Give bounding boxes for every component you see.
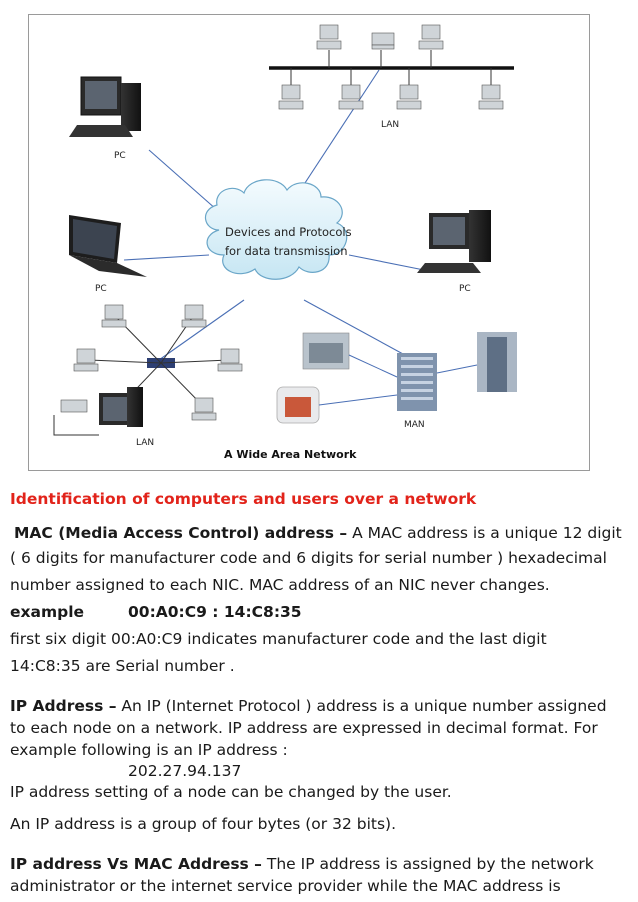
- mac-line1-rest: A MAC address is a unique 12 digit: [347, 524, 622, 542]
- pc-laptop-label: PC: [95, 284, 107, 294]
- cloud-line1: Devices and Protocols: [225, 225, 352, 239]
- ip-line-6: An IP address is a group of four bytes (…: [10, 815, 397, 833]
- ipvsmac-title: IP address Vs MAC Address –: [10, 855, 262, 873]
- pc-top-left-label: PC: [114, 151, 126, 161]
- mac-line-3: number assigned to each NIC. MAC address…: [10, 576, 550, 594]
- man-group: MAN: [276, 332, 517, 430]
- ip-line-1: IP Address – An IP (Internet Protocol ) …: [10, 694, 607, 719]
- pc-right: PC: [417, 210, 491, 294]
- mac-line-2: ( 6 digits for manufacturer code and 6 d…: [10, 549, 607, 567]
- cloud: Devices and Protocols for data transmiss…: [205, 179, 352, 280]
- ip-line-2: to each node on a network. IP address ar…: [10, 719, 598, 737]
- lan-bottom: LAN: [53, 304, 243, 448]
- ip-example: 202.27.94.137: [128, 762, 242, 780]
- pc-right-label: PC: [459, 284, 471, 294]
- lan-bottom-label: LAN: [136, 438, 154, 448]
- man-label: MAN: [404, 420, 425, 430]
- mac-example-value: 00:A0:C9 : 14:C8:35: [128, 603, 302, 621]
- ipvsmac-line-2: administrator or the internet service pr…: [10, 877, 561, 895]
- ip-title: IP Address –: [10, 697, 117, 715]
- mac-line-1: MAC (Media Access Control) address – A M…: [10, 521, 622, 546]
- wan-diagram-svg: LAN PC PC Devices and Protocols for data…: [53, 24, 517, 461]
- pc-top-left: PC: [69, 76, 141, 161]
- ip-line1-rest: An IP (Internet Protocol ) address is a …: [116, 697, 607, 715]
- ipvsmac-line1-rest: The IP address is assigned by the networ…: [261, 855, 594, 873]
- cloud-line2: for data transmission: [225, 244, 348, 258]
- figure-caption: A Wide Area Network: [224, 448, 357, 461]
- ip-line-5: IP address setting of a node can be chan…: [10, 783, 452, 801]
- lan-top: LAN: [269, 24, 514, 130]
- wan-diagram: LAN PC PC Devices and Protocols for data…: [28, 14, 590, 471]
- ip-line-3: example following is an IP address :: [10, 741, 288, 759]
- mac-example-line: example 00:A0:C9 : 14:C8:35: [10, 600, 302, 625]
- ipvsmac-line-1: IP address Vs MAC Address – The IP addre…: [10, 852, 594, 877]
- lan-top-label: LAN: [381, 120, 399, 130]
- section-heading: Identification of computers and users ov…: [10, 490, 477, 508]
- mac-title: MAC (Media Access Control) address –: [14, 524, 348, 542]
- mac-line-6: 14:C8:35 are Serial number .: [10, 657, 235, 675]
- pc-laptop: PC: [69, 215, 147, 294]
- mac-example-label: example: [10, 603, 85, 621]
- mac-line-5: first six digit 00:A0:C9 indicates manuf…: [10, 630, 547, 648]
